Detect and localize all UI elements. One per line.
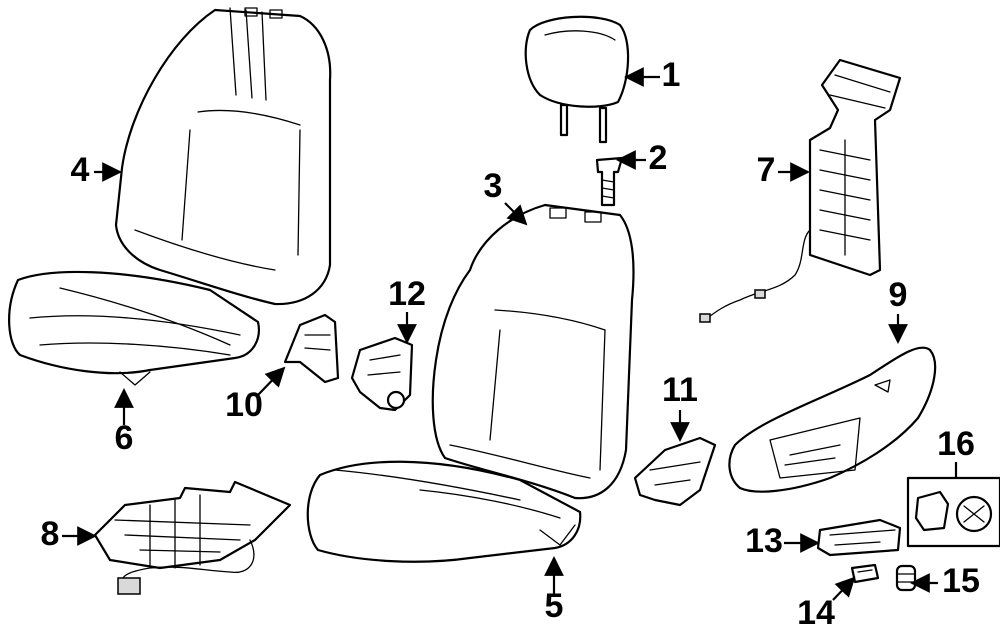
part-1-headrest[interactable]: [524, 15, 630, 144]
part-2-headrest-guide[interactable]: [595, 156, 624, 207]
part-13-seat-switch[interactable]: [816, 518, 902, 557]
callout-12: 12: [388, 275, 426, 313]
part-9-side-trim-panel[interactable]: [728, 346, 937, 493]
part-6-seat-cushion-cover[interactable]: [8, 270, 260, 386]
part-3-seat-back[interactable]: [431, 203, 635, 500]
callout-7: 7: [757, 151, 776, 189]
callout-13: 13: [745, 522, 783, 560]
callout-11: 11: [662, 371, 698, 409]
part-7-back-heater-mat[interactable]: [699, 58, 902, 323]
callout-4: 4: [71, 151, 90, 189]
part-5-seat-cushion[interactable]: [306, 460, 582, 563]
callout-10: 10: [225, 386, 263, 424]
part-15-cap[interactable]: [895, 564, 917, 592]
part-10-side-cover[interactable]: [283, 313, 340, 384]
callout-8: 8: [41, 515, 60, 553]
callout-3: 3: [484, 167, 503, 205]
callout-15: 15: [942, 562, 980, 600]
callout-labels: 1 2 3 4 5 6 7 8 9 10 11 12 13 14 15 16: [41, 56, 980, 632]
callout-14: 14: [797, 594, 835, 632]
callout-2: 2: [649, 139, 668, 177]
callout-1: 1: [662, 56, 681, 94]
part-11-bracket[interactable]: [633, 436, 717, 507]
part-12-recliner-bracket[interactable]: [350, 336, 414, 412]
callout-9: 9: [889, 276, 908, 314]
part-8-seat-heater-mat[interactable]: [93, 480, 292, 595]
part-16-knob-set[interactable]: [906, 476, 1000, 548]
callout-5: 5: [545, 587, 564, 625]
leader-lines: [62, 67, 958, 601]
callout-6: 6: [115, 419, 134, 457]
part-14-knob[interactable]: [850, 563, 880, 584]
callout-16: 16: [937, 425, 975, 463]
part-4-seat-back-cover[interactable]: [114, 7, 332, 306]
